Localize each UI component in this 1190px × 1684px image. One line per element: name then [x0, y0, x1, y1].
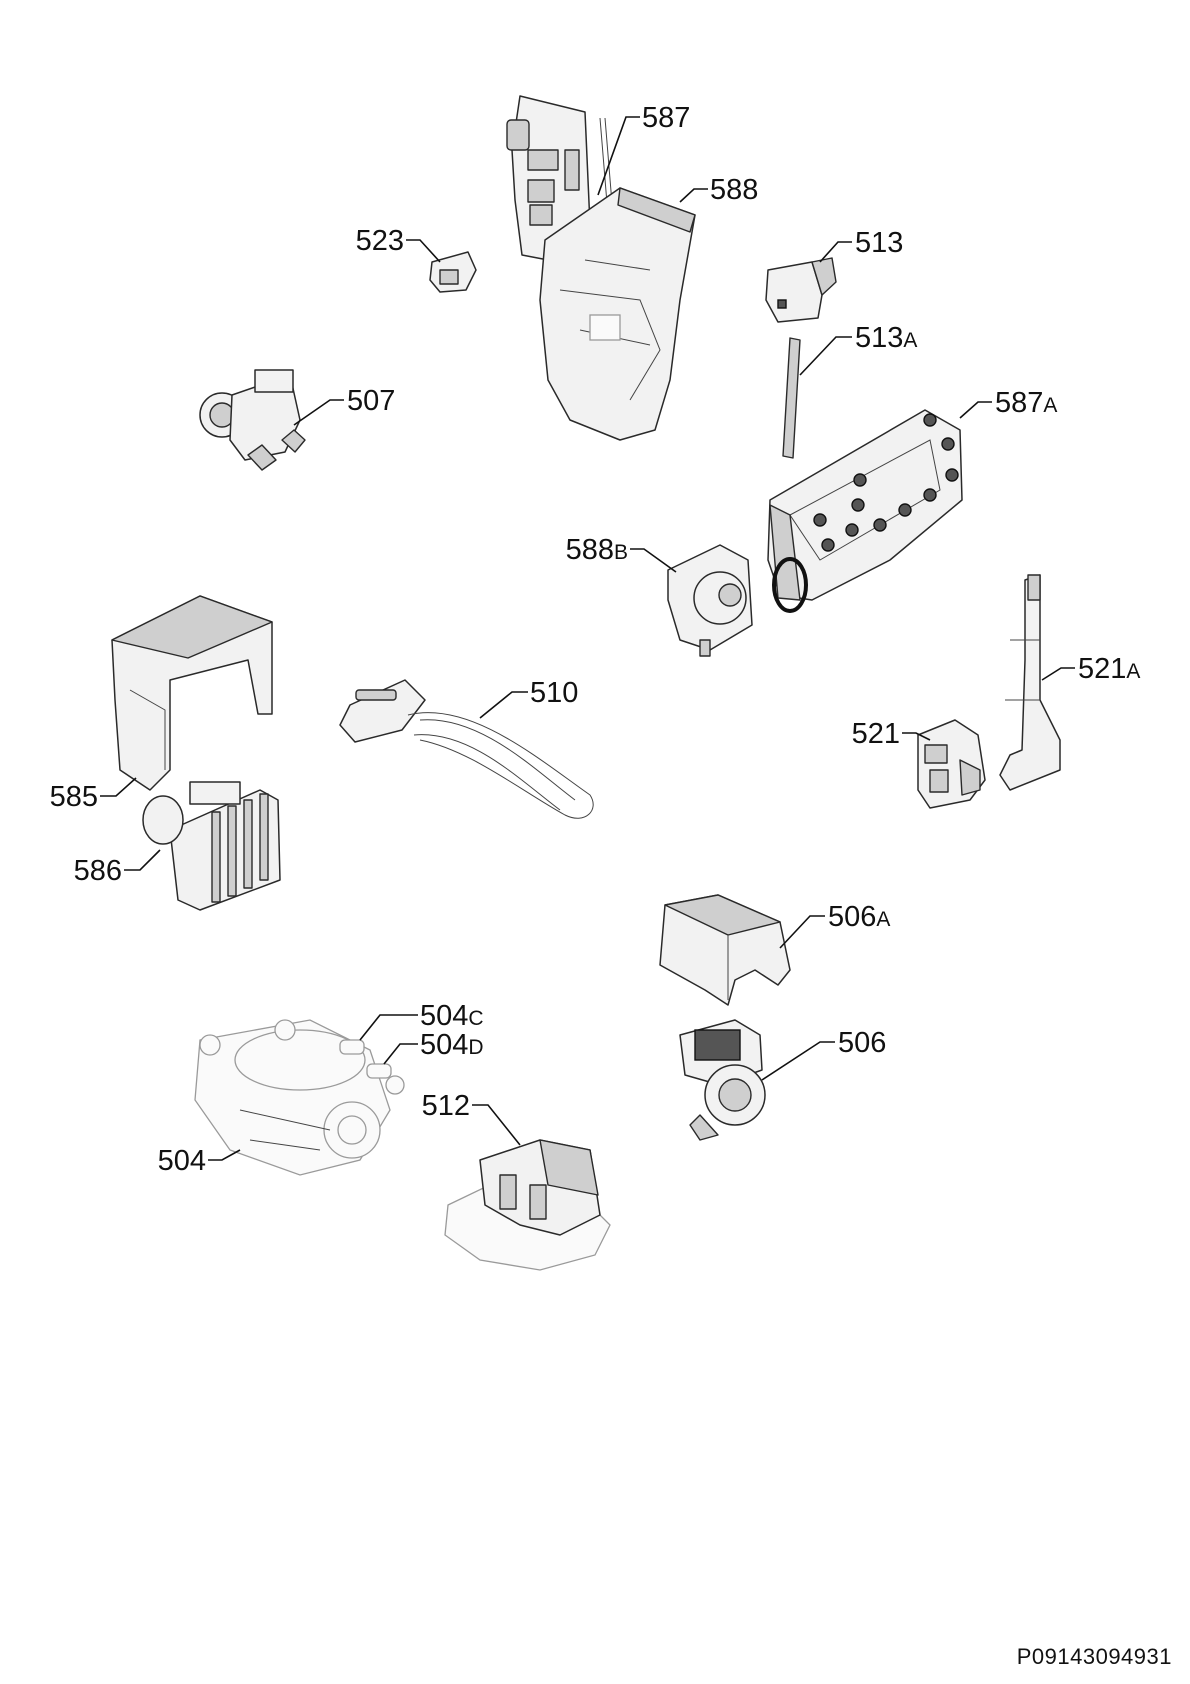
part-585-cover [111, 595, 273, 791]
leader-521A [1041, 667, 1075, 681]
leader-504 [208, 1149, 241, 1161]
callout-586: 586 [74, 855, 122, 887]
part-521-door-lock [917, 719, 986, 809]
callout-513: 513 [855, 227, 903, 259]
part-513-filter [765, 257, 837, 323]
callout-504D: 504D [420, 1029, 484, 1061]
callout-513A: 513A [855, 322, 917, 354]
callout-506: 506 [838, 1027, 886, 1059]
leader-506A [779, 915, 825, 949]
callout-521: 521 [852, 718, 900, 750]
part-588B-pressure-switch [667, 544, 753, 657]
leader-507 [293, 399, 344, 426]
part-504D-brush [366, 1063, 392, 1079]
part-587A-ui-board [767, 409, 963, 613]
leader-513A [799, 336, 852, 376]
leader-588 [679, 188, 708, 203]
part-507-inlet-valve [199, 369, 306, 471]
leader-504C [359, 1014, 418, 1041]
part-506A-pump-cover [659, 894, 791, 1006]
leader-586 [124, 849, 161, 871]
part-512-bracket [444, 1139, 611, 1271]
leader-587A [959, 401, 992, 419]
callout-510: 510 [530, 677, 578, 709]
callout-587: 587 [642, 102, 690, 134]
callout-512: 512 [422, 1090, 470, 1122]
callout-588B: 588B [566, 534, 628, 566]
part-521A-lock-bracket [999, 574, 1061, 791]
callout-523: 523 [356, 225, 404, 257]
part-587-control-board [506, 95, 616, 261]
leader-585 [100, 777, 137, 797]
part-504-motor [194, 1019, 405, 1176]
document-id: P09143094931 [1016, 1644, 1172, 1669]
leader-513 [819, 241, 852, 263]
part-510-heater [339, 679, 594, 819]
callout-521A: 521A [1078, 653, 1140, 685]
callout-587A: 587A [995, 387, 1057, 419]
leader-510 [479, 691, 528, 719]
part-513A-rod [782, 337, 801, 459]
callout-588: 588 [710, 174, 758, 206]
leader-506 [761, 1041, 835, 1081]
callout-labels: 587 588 523 513 513A 507 587A 588B 510 5… [50, 102, 1141, 1177]
callout-504: 504 [158, 1145, 206, 1177]
leader-523 [406, 239, 441, 263]
part-523-clip [429, 251, 477, 293]
part-504C-brush [339, 1039, 365, 1055]
part-506-drain-pump [679, 1019, 766, 1141]
part-588-board-housing [539, 187, 696, 441]
callout-585: 585 [50, 781, 98, 813]
callout-507: 507 [347, 385, 395, 417]
callout-504C: 504C [420, 1000, 484, 1032]
leader-587 [597, 116, 640, 196]
leader-504D [383, 1043, 418, 1065]
part-586-motor-controller [142, 781, 281, 911]
leader-lines [100, 116, 1075, 1161]
leader-588B [630, 548, 677, 573]
leader-512 [472, 1104, 521, 1146]
leader-521 [902, 732, 931, 741]
callout-506A: 506A [828, 901, 890, 933]
